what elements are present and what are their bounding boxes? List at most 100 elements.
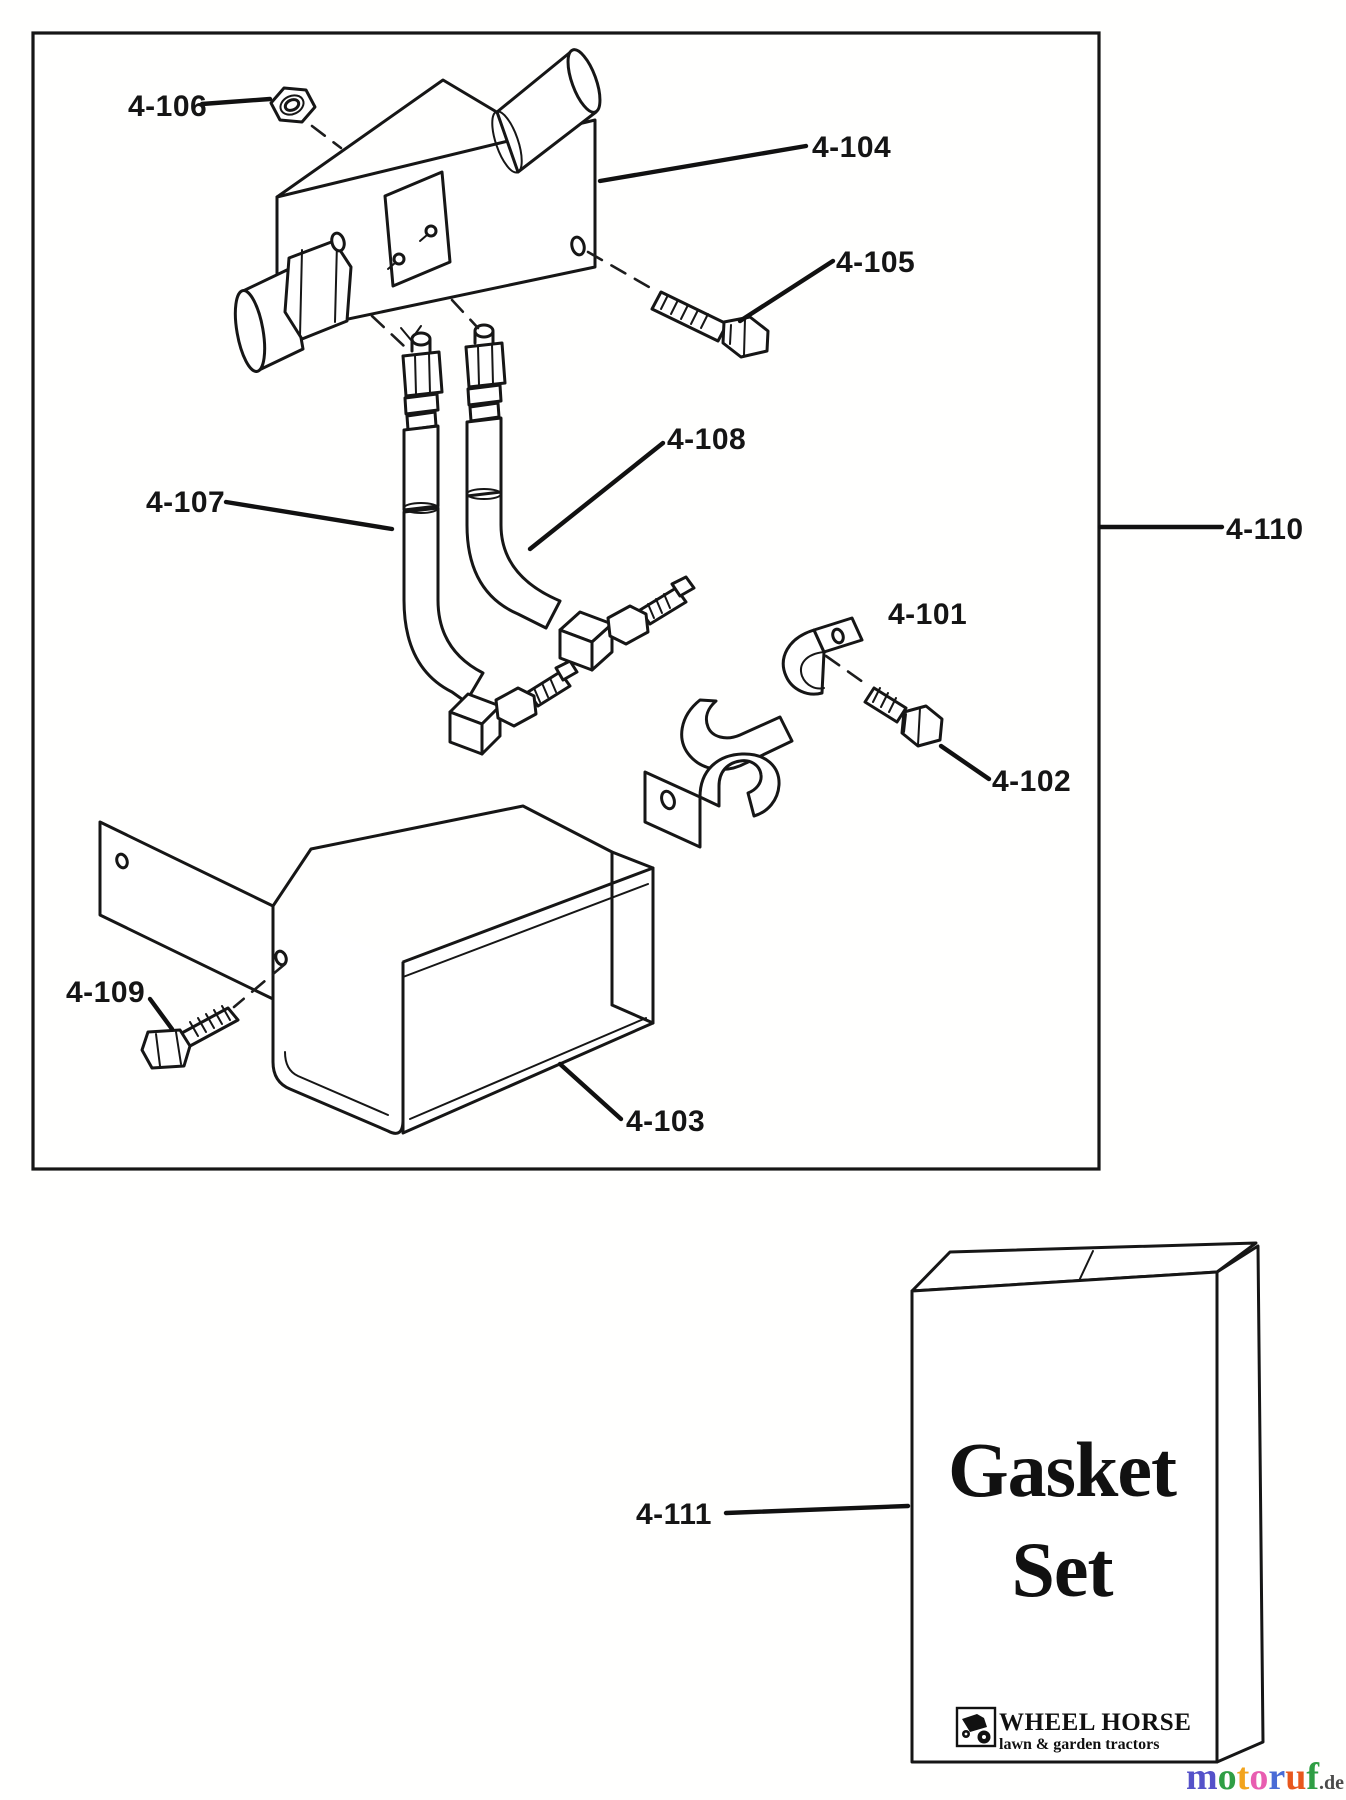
part-label-4-103: 4-103 bbox=[626, 1105, 705, 1138]
callout-leader-lines bbox=[147, 96, 1225, 1516]
bolt-head bbox=[900, 704, 944, 748]
bracket-far-wall bbox=[271, 804, 614, 908]
box-front-face bbox=[910, 1270, 1219, 1764]
valve-hex-collar bbox=[283, 239, 353, 341]
bolt-head-facets bbox=[729, 318, 746, 356]
leader-4-111 bbox=[723, 1503, 911, 1516]
part-label-4-105: 4-105 bbox=[836, 246, 915, 279]
part-label-4-111: 4-111 bbox=[636, 1498, 712, 1531]
leader-4-106 bbox=[199, 96, 273, 107]
plate-screw bbox=[424, 224, 438, 238]
bolt-threads bbox=[660, 294, 709, 329]
bolt-shank bbox=[650, 290, 729, 343]
bolt-4-105 bbox=[650, 290, 770, 359]
elbow-block-side bbox=[480, 704, 502, 756]
part-label-4-110: 4-110 bbox=[1226, 513, 1304, 546]
nipple-tip bbox=[554, 659, 579, 682]
clamp-strap-inner bbox=[800, 651, 825, 690]
leader-4-109 bbox=[147, 996, 175, 1032]
gasket-box-title-line2: Set bbox=[1012, 1526, 1114, 1613]
watermark-motoruf: motoruf.de bbox=[1186, 1756, 1344, 1798]
leader-4-105 bbox=[737, 258, 836, 324]
bolt-threads bbox=[189, 1005, 231, 1037]
leader-4-108 bbox=[527, 440, 666, 552]
fitting-swivel-nut bbox=[464, 341, 507, 389]
plate-screw bbox=[392, 252, 406, 266]
tractor-wheel-hub bbox=[964, 1732, 968, 1736]
part-label-4-109: 4-109 bbox=[66, 976, 145, 1009]
bracket-end-edges bbox=[610, 850, 655, 1025]
clamp-flange-hole bbox=[660, 789, 676, 811]
part-label-4-101: 4-101 bbox=[888, 598, 967, 631]
tractor-wheel-hub bbox=[982, 1735, 986, 1739]
bracket-plate-hole bbox=[115, 852, 129, 870]
sleeve-end-arc bbox=[466, 488, 502, 500]
hose-4-107 bbox=[401, 331, 579, 756]
bolt-head-facets bbox=[903, 707, 921, 746]
bracket-near-wall bbox=[401, 866, 655, 1135]
bolt-shank bbox=[863, 686, 908, 724]
nipple-tip bbox=[670, 575, 696, 598]
gasket-box-title-line1: Gasket bbox=[948, 1426, 1177, 1513]
leader-4-107 bbox=[223, 499, 395, 532]
bolt-head-facets bbox=[155, 1031, 182, 1067]
plate-screw-pin bbox=[387, 262, 396, 270]
dash-nut-to-valve bbox=[310, 124, 343, 150]
bolt-head bbox=[140, 1028, 192, 1070]
sleeve-end-arc bbox=[403, 502, 439, 514]
dash-clamp-to-bolt-102 bbox=[824, 654, 872, 689]
valve-body bbox=[233, 48, 602, 373]
fitting-nut-facets bbox=[414, 352, 431, 395]
clamp-strap bbox=[698, 752, 781, 818]
dash-valve-to-left-hose bbox=[370, 314, 406, 348]
bolt-threads bbox=[872, 687, 897, 713]
box-top-flap-split bbox=[1077, 1250, 1094, 1284]
hex-nut-hole bbox=[283, 98, 301, 112]
leader-4-104 bbox=[597, 143, 809, 184]
wheel-horse-logo: WHEEL HORSE lawn & garden tractors bbox=[955, 1706, 1191, 1753]
fitting-band bbox=[403, 392, 440, 416]
valve-right-cylinder-joint bbox=[491, 110, 523, 174]
fitting-band bbox=[466, 383, 503, 407]
bracket-mount-plate bbox=[98, 820, 275, 1001]
elbow-hex-nut bbox=[494, 686, 538, 728]
bracket-wall-thickness bbox=[402, 883, 649, 1120]
dash-port-to-bolt-105 bbox=[586, 250, 658, 293]
clamp-4-101 bbox=[643, 616, 864, 849]
fitting-swivel-nut bbox=[401, 350, 444, 398]
hose-4-108 bbox=[464, 323, 696, 672]
nipple-thread-lines bbox=[647, 593, 671, 619]
leader-4-103 bbox=[557, 1061, 624, 1122]
fitting-nut-facets bbox=[477, 343, 494, 386]
bracket-4-103 bbox=[98, 804, 655, 1135]
leader-4-102 bbox=[938, 743, 992, 782]
hex-nut-4-106 bbox=[269, 86, 317, 124]
bolt-4-109 bbox=[140, 1005, 240, 1070]
part-label-4-104: 4-104 bbox=[812, 131, 891, 164]
brand-name-text: WHEEL HORSE bbox=[999, 1709, 1191, 1736]
valve-port-hole bbox=[330, 231, 346, 253]
part-label-4-108: 4-108 bbox=[667, 423, 746, 456]
diagram-frame-border bbox=[31, 31, 1101, 1171]
hex-nut-chamfer bbox=[279, 94, 305, 116]
hose-tube bbox=[465, 489, 562, 630]
valve-hex-collar-facets bbox=[299, 242, 338, 337]
assembly-dashed-lines bbox=[232, 124, 872, 1009]
clamp-flange-hole bbox=[831, 627, 845, 645]
elbow-block-side bbox=[590, 622, 614, 672]
bolt-shank bbox=[178, 1006, 240, 1048]
fitting-sleeve bbox=[402, 424, 440, 512]
part-label-4-106: 4-106 bbox=[128, 90, 207, 123]
tractor-icon bbox=[962, 1714, 987, 1732]
clamp-saddle bbox=[680, 698, 794, 771]
fitting-tip-sides bbox=[410, 338, 432, 353]
dash-valve-to-right-hose bbox=[450, 298, 480, 330]
port-arrow-mark bbox=[400, 325, 422, 342]
box-side-face bbox=[1215, 1244, 1265, 1764]
part-label-4-102: 4-102 bbox=[992, 765, 1071, 798]
elbow-hex-nut bbox=[606, 604, 650, 646]
part-label-4-107: 4-107 bbox=[146, 486, 225, 519]
bracket-u-channel-end bbox=[271, 906, 405, 1135]
gasket-set-box: Gasket Set WHEEL HORSE lawn & garden tra… bbox=[910, 1241, 1265, 1764]
